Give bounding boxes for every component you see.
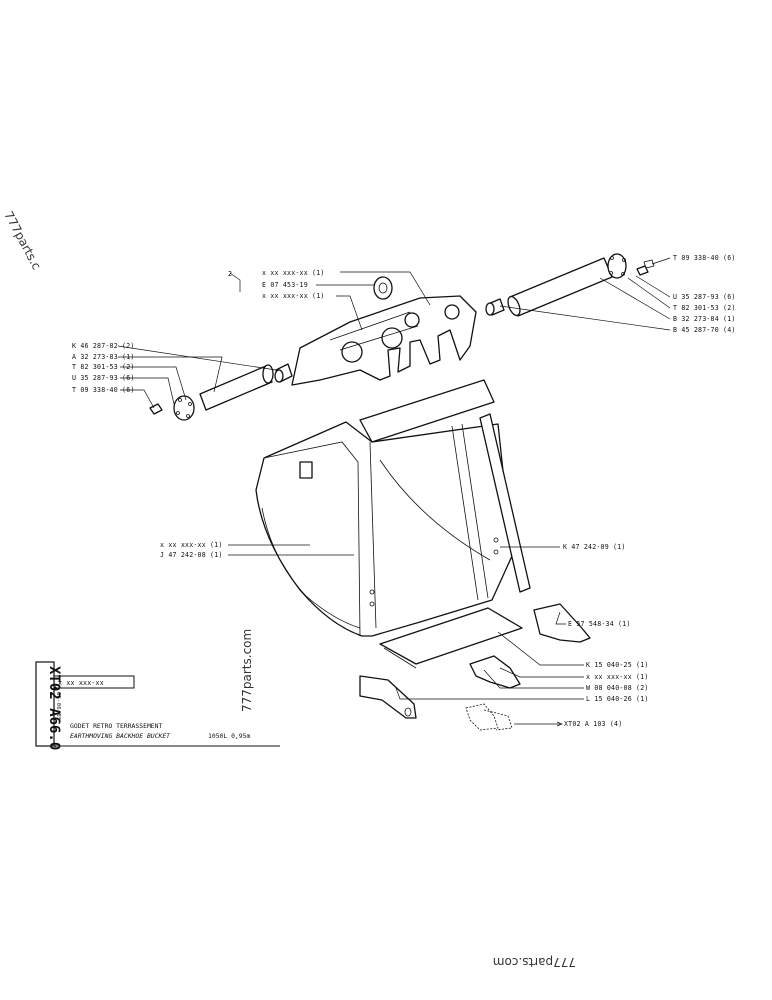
bush-right: [485, 298, 505, 316]
label-teeth-ref: XT02 A 103 (4): [564, 720, 622, 728]
exploded-view: [149, 253, 655, 731]
label-teeth-3: x xx xxx-xx (1): [586, 673, 649, 681]
label-left-5: T 09 338-40 (6): [72, 386, 135, 394]
bucket-spec: 1050L 0,95m: [208, 732, 250, 740]
label-left-4: U 35 287-93 (6): [72, 374, 135, 382]
label-top-a: x xx xxx-xx (1): [262, 269, 325, 277]
label-right-2: U 35 287-93 (6): [673, 293, 736, 301]
label-teeth-2: K 15 040-25 (1): [586, 661, 649, 669]
watermark-top-left: 777parts.c: [1, 209, 43, 272]
cutting-edge: [379, 607, 523, 669]
label-right-5: B 45 287-70 (4): [673, 326, 736, 334]
label-group-qty: 2: [228, 270, 232, 278]
title-block: XT02 A66.0 x xx xxx-xx 05-06-85 GODET RE…: [35, 661, 280, 750]
label-left-1: K 46 287-82 (2): [72, 342, 135, 350]
label-teeth-4: W 08 040-08 (2): [586, 684, 649, 692]
pin-right: [507, 253, 655, 317]
tooth-detail: [465, 703, 513, 731]
side-cutter: [359, 675, 417, 719]
label-top-b: E 07 453-19: [262, 281, 308, 289]
label-mid-1: x xx xxx-xx (1): [160, 541, 223, 549]
label-side-1: K 47 242-09 (1): [563, 543, 626, 551]
leader-lines: [117, 257, 671, 727]
label-left-3: T 82 301-53 (2): [72, 363, 135, 371]
bucket-body: [255, 379, 531, 637]
label-right-1: T 09 338-40 (6): [673, 254, 736, 262]
part-labels: 2 x xx xxx-xx (1) E 07 453-19 x xx xxx-x…: [72, 254, 736, 728]
title-english: EARTHMOVING BACKHOE BUCKET: [70, 732, 171, 740]
label-right-4: B 32 273-84 (1): [673, 315, 736, 323]
tooth-adapter-2: [469, 655, 521, 689]
drawing-date: 05-06-85: [55, 692, 61, 721]
label-top-c: x xx xxx-xx (1): [262, 292, 325, 300]
label-teeth-1: E 57 548-34 (1): [568, 620, 631, 628]
bush-left: [274, 363, 293, 383]
tooth-adapter-1: [533, 603, 591, 643]
label-left-2: A 32 273-83 (1): [72, 353, 135, 361]
reference-number: x xx xxx-xx: [58, 679, 104, 687]
label-right-3: T 82 301-53 (2): [673, 304, 736, 312]
title-french: GODET RETRO TERRASSEMENT: [70, 722, 162, 730]
watermark-middle: 777parts.com: [240, 629, 254, 712]
washer-top: [373, 276, 393, 300]
pin-left: [149, 364, 274, 421]
watermark-bottom: 777parts.com: [493, 955, 576, 969]
label-mid-2: J 47 242-08 (1): [160, 551, 223, 559]
bracket-pair: [291, 295, 477, 386]
label-teeth-5: L 15 040-26 (1): [586, 695, 649, 703]
